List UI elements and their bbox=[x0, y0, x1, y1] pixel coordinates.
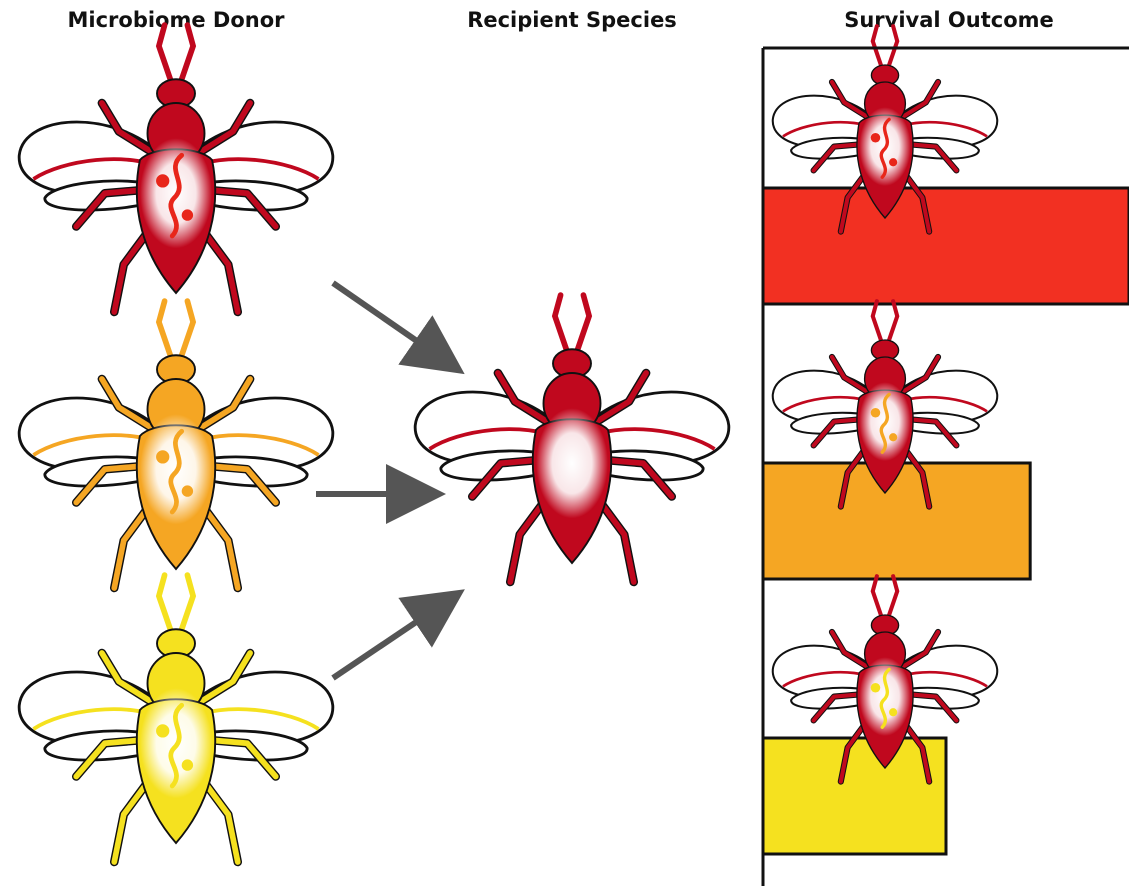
arrow-icon-3 bbox=[333, 606, 440, 678]
red-outcome-survival-bar bbox=[763, 188, 1129, 304]
yellow-outcome-survival-bar bbox=[763, 738, 946, 854]
orange-outcome-survival-bar bbox=[763, 463, 1030, 579]
arrow-icon-1 bbox=[333, 283, 440, 357]
orange-donor-wasp-icon bbox=[19, 301, 333, 588]
yellow-donor-wasp-icon bbox=[19, 575, 333, 862]
red-donor-wasp-icon bbox=[19, 25, 333, 312]
recipient-wasp-icon bbox=[415, 295, 729, 582]
